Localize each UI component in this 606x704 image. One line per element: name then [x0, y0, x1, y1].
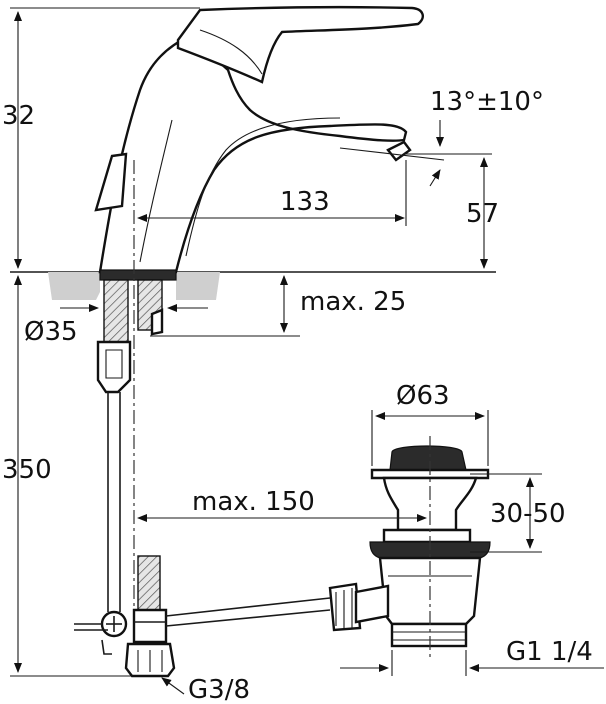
popup-waste [328, 445, 491, 648]
label-waste-thread: G1 1/4 [506, 637, 593, 667]
dimension-lines [10, 7, 604, 695]
label-max-offset: max. 150 [192, 487, 315, 517]
label-hole-diameter: Ø35 [24, 317, 78, 347]
label-height-pipe: 350 [2, 455, 52, 485]
label-angle: 13°±10° [430, 87, 544, 117]
countertop [10, 271, 496, 300]
dimension-labels: 32 13°±10° 133 57 Ø35 max. 25 Ø63 350 ma… [2, 87, 593, 704]
label-waste-diameter: Ø63 [396, 381, 450, 411]
label-spout-reach: 133 [280, 187, 330, 217]
label-spout-height: 57 [466, 199, 499, 229]
label-waste-range: 30-50 [490, 499, 566, 529]
label-supply-thread: G3/8 [188, 675, 250, 704]
faucet-body [94, 5, 424, 281]
popup-rod [74, 555, 331, 678]
label-height-top: 32 [2, 101, 35, 131]
label-max-deck: max. 25 [300, 287, 406, 317]
mounting-shank [96, 279, 164, 394]
supply-hose [74, 392, 128, 655]
